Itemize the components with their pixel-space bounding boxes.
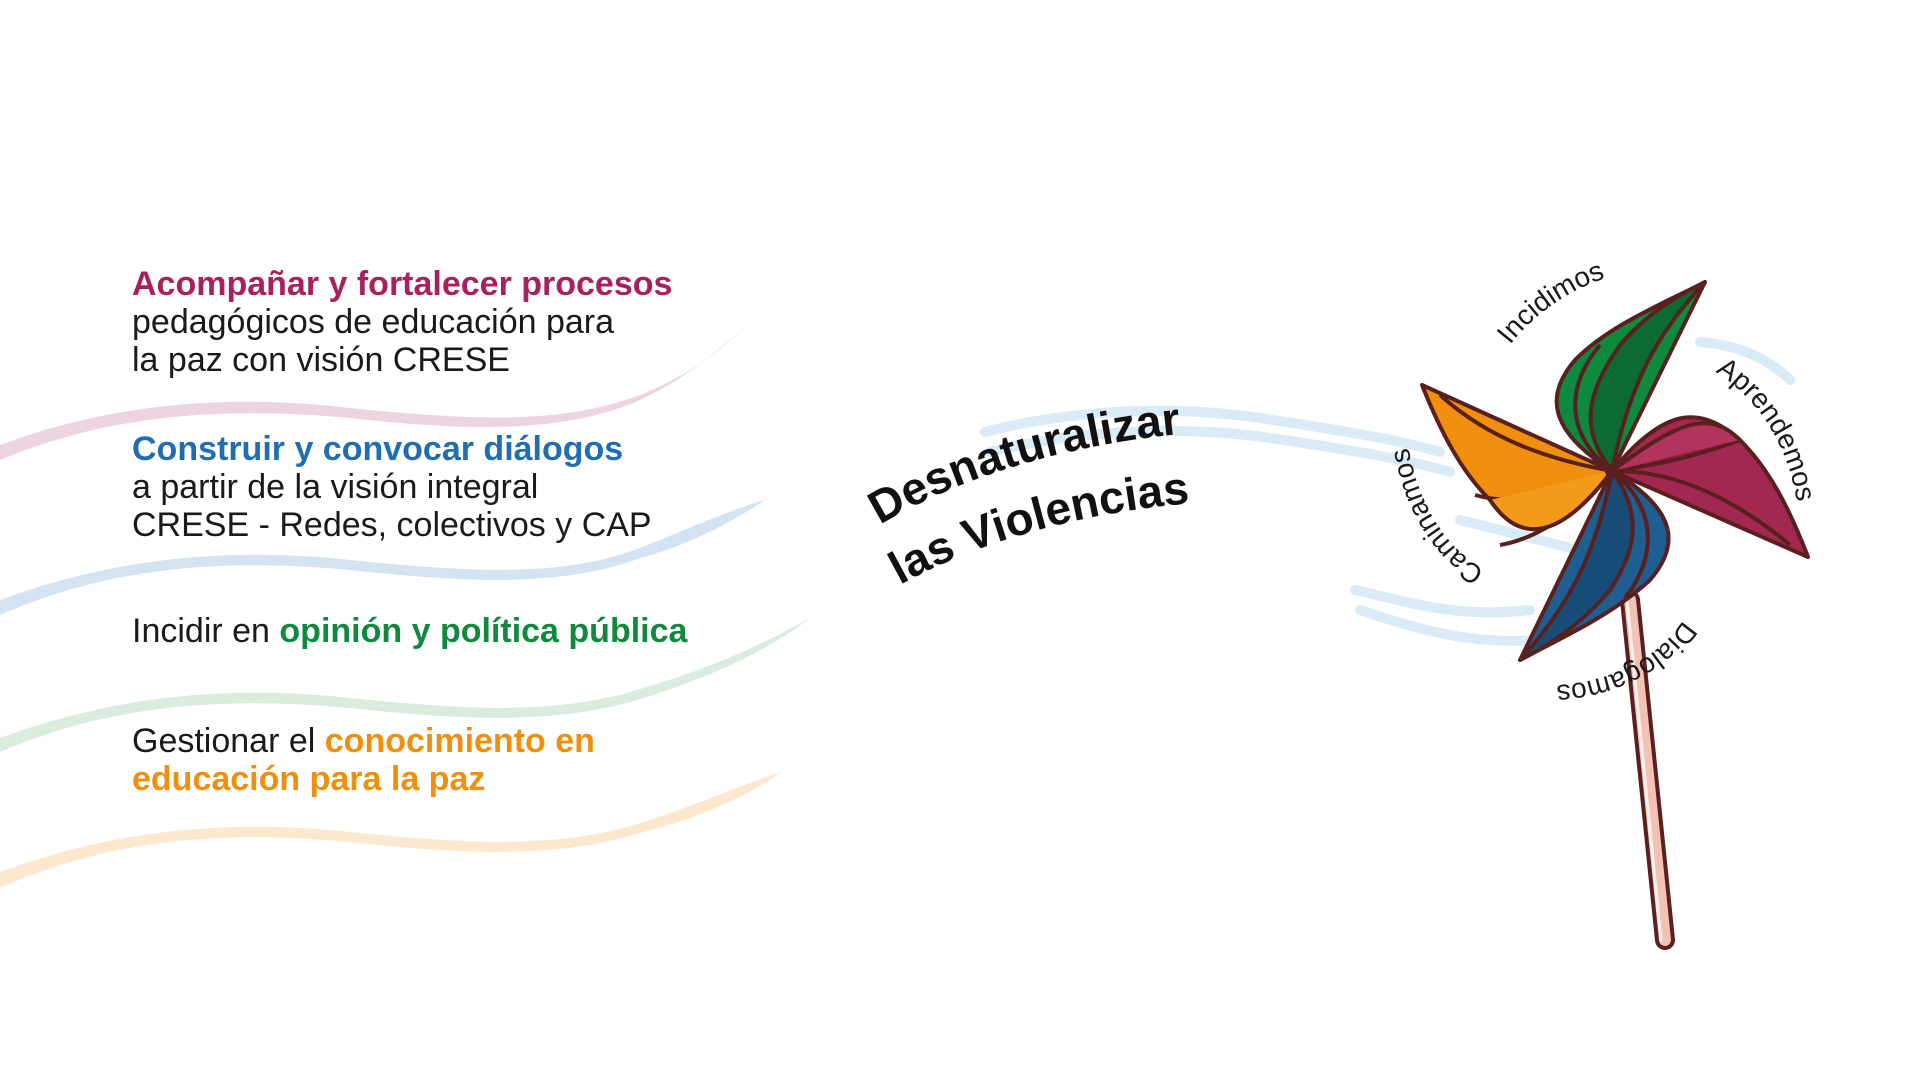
objective-item-1: Acompañar y fortalecer procesos pedagógi… xyxy=(132,265,672,379)
objective-item-2: Construir y convocar diálogos a partir d… xyxy=(132,430,652,544)
objective-1-line-2: pedagógicos de educación para xyxy=(132,303,615,341)
objective-4-prefix: Gestionar el xyxy=(132,722,325,760)
objective-3-prefix: Incidir en xyxy=(132,612,280,650)
objective-3-highlight: opinión y política pública xyxy=(279,612,688,650)
wave-blue xyxy=(0,500,765,615)
pinwheel xyxy=(1420,280,1810,662)
objective-item-4: Gestionar el conocimiento en educación p… xyxy=(132,722,595,798)
objective-2-line-3: CRESE - Redes, colectivos y CAP xyxy=(132,506,652,544)
objective-4-highlight: conocimiento en xyxy=(324,722,595,760)
objective-1-highlight: Acompañar y fortalecer procesos xyxy=(132,265,673,303)
pinwheel-label-top: Incidimos xyxy=(1491,255,1608,349)
objective-4-highlight-2: educación para la paz xyxy=(132,760,486,798)
pinwheel-stick xyxy=(1620,590,1675,950)
objective-item-3: Incidir en opinión y política pública xyxy=(132,612,687,650)
objective-1-line-3: la paz con visión CRESE xyxy=(132,341,510,379)
wind-streaks xyxy=(980,337,1795,646)
objective-2-highlight: Construir y convocar diálogos xyxy=(132,430,624,468)
wave-orange xyxy=(0,772,782,888)
objective-2-line-2: a partir de la visión integral xyxy=(132,468,539,506)
